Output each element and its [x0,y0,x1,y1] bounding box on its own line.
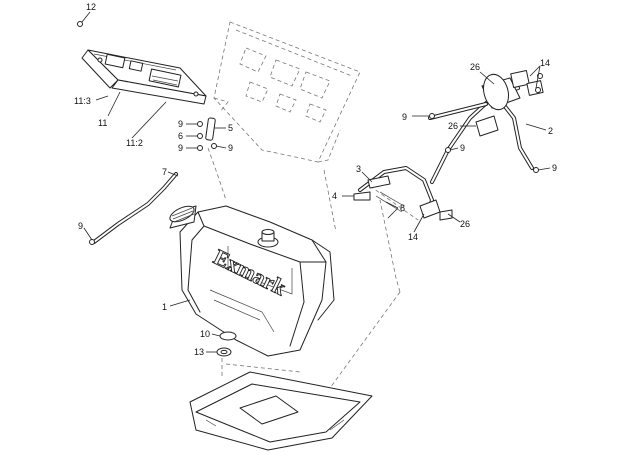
leader-lines [81,11,551,353]
callout-9-a: 9 [178,119,183,129]
callout-9-d: 9 [78,221,83,231]
callout-26-b: 26 [448,121,458,131]
callout-8: 8 [400,203,405,213]
callout-9-c: 9 [228,143,233,153]
small-parts [77,21,539,357]
callout-12: 12 [86,2,96,12]
fuel-filter-assembly [475,69,544,137]
frame-panel [213,21,361,163]
callout-26-a: 26 [470,62,480,72]
callout-6: 6 [178,131,183,141]
callout-2: 2 [548,126,553,136]
callout-9-e: 9 [402,112,407,122]
callout-11-2: 11:2 [126,138,143,148]
callout-9-g: 9 [552,163,557,173]
routing-lines [207,147,419,389]
control-panel [81,49,207,105]
callout-9-b: 9 [178,143,183,153]
callout-11-3: 11:3 [74,96,91,106]
callout-10: 10 [200,329,210,339]
fuel-tank: Exmark [169,205,335,357]
callout-7: 7 [162,167,167,177]
callout-26-c: 26 [460,219,470,229]
callout-11: 11 [98,118,107,128]
callout-13: 13 [194,347,204,357]
callout-labels: 12 11:3 11 11:2 9 6 5 9 9 7 9 1 10 13 26… [74,2,557,357]
callout-9-f: 9 [460,143,465,153]
callout-14-b: 14 [408,232,418,242]
callout-14-a: 14 [540,58,550,68]
base-plate [189,371,373,451]
callout-3: 3 [356,164,361,174]
callout-1: 1 [162,302,167,312]
callout-5: 5 [228,123,233,133]
callout-4: 4 [332,191,337,201]
